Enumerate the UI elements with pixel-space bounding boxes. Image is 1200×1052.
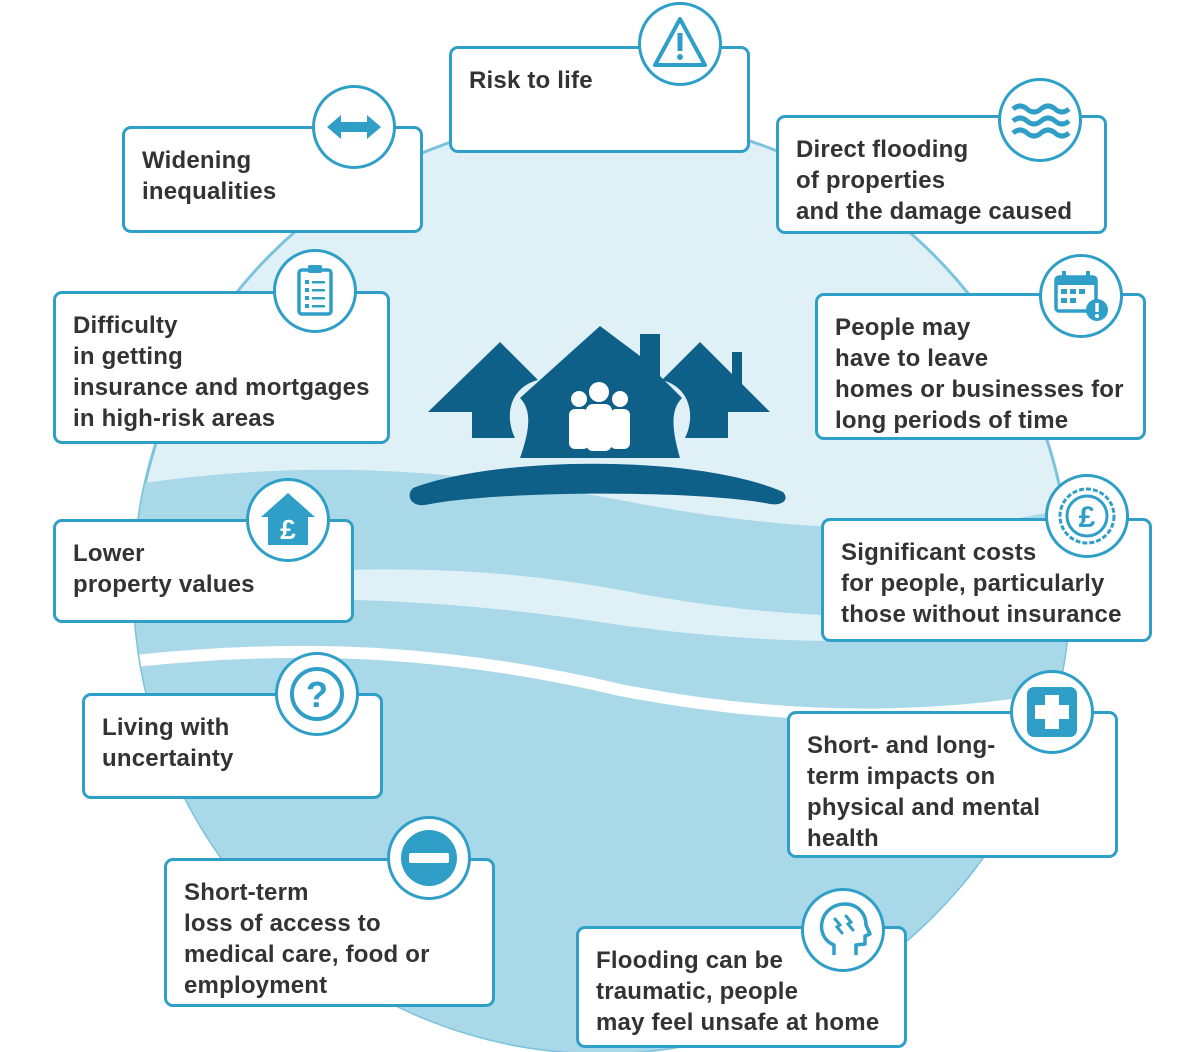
impact-text-traumatic: Flooding can be traumatic, people may fe…: [596, 947, 880, 1036]
svg-text:£: £: [280, 514, 296, 545]
impact-box-traumatic: Flooding can be traumatic, people may fe…: [576, 926, 907, 1048]
impact-text-widening-inequalities: Widening inequalities: [142, 147, 277, 205]
svg-text:?: ?: [306, 674, 328, 715]
houses-with-family-icon: [409, 326, 786, 506]
impact-text-people-leave-homes: People may have to leave homes or busine…: [835, 314, 1124, 434]
impact-text-significant-costs: Significant costs for people, particular…: [841, 539, 1122, 628]
svg-text:£: £: [1079, 501, 1096, 534]
question-icon: ?: [275, 652, 359, 736]
pound-coin-icon: £: [1045, 474, 1129, 558]
house-pound-icon: £: [246, 478, 330, 562]
waves-icon: [998, 78, 1082, 162]
no-entry-icon: [387, 816, 471, 900]
double-arrow-icon: [312, 85, 396, 169]
warning-icon: [638, 2, 722, 86]
clipboard-icon: [273, 249, 357, 333]
calendar-alert-icon: [1039, 254, 1123, 338]
impact-text-health-impacts: Short- and long- term impacts on physica…: [807, 732, 1041, 852]
medical-cross-icon: [1010, 670, 1094, 754]
impact-text-living-uncertainty: Living with uncertainty: [102, 714, 234, 772]
impact-box-loss-of-access: Short-term loss of access to medical car…: [164, 858, 495, 1007]
impact-text-risk-to-life: Risk to life: [469, 67, 593, 94]
impact-text-direct-flooding: Direct flooding of properties and the da…: [796, 136, 1073, 225]
impact-text-difficulty-insurance: Difficulty in getting insurance and mort…: [73, 312, 370, 432]
impact-text-loss-of-access: Short-term loss of access to medical car…: [184, 879, 430, 999]
impact-text-lower-property-values: Lower property values: [73, 540, 255, 598]
head-stress-icon: [801, 888, 885, 972]
impact-box-significant-costs: Significant costs for people, particular…: [821, 518, 1152, 642]
